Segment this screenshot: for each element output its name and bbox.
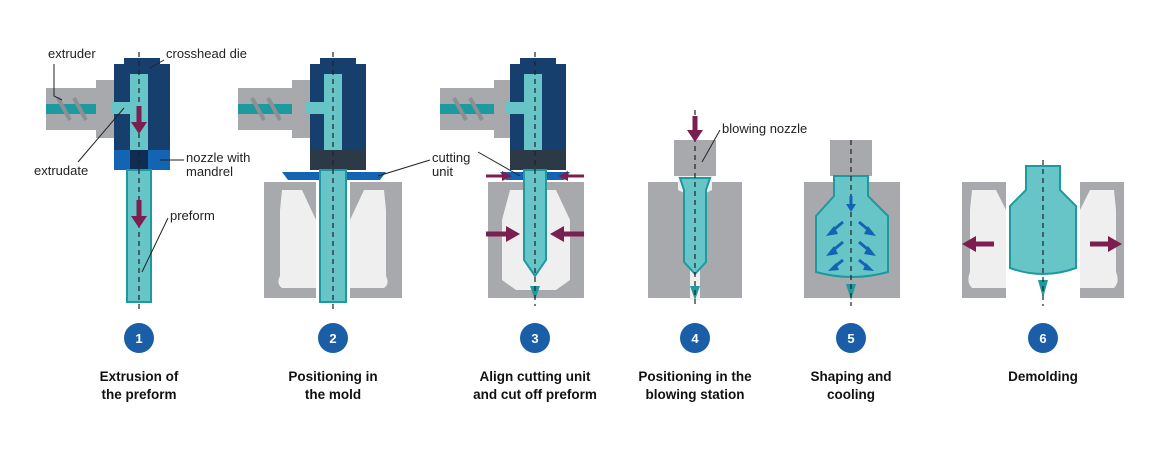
- step-3: 3 Align cutting unit and cut off preform: [473, 323, 597, 402]
- step-caption-line2: and cut off preform: [473, 387, 597, 402]
- step-number: 6: [1039, 331, 1046, 346]
- step-caption-line2: the preform: [101, 387, 176, 402]
- step-badge: [836, 323, 866, 353]
- label-nozzle-line1: nozzle with: [186, 150, 250, 165]
- step-number: 1: [135, 331, 142, 346]
- step-5-illustration: [804, 140, 900, 306]
- step-5: 5 Shaping and cooling: [811, 323, 892, 402]
- step-caption-line2: the mold: [305, 387, 361, 402]
- label-cutting-line2: unit: [432, 164, 453, 179]
- step-caption-line1: Positioning in: [288, 369, 377, 384]
- label-crosshead-die: crosshead die: [166, 46, 247, 61]
- label-preform: preform: [170, 208, 215, 223]
- step-4-illustration: [648, 110, 742, 306]
- step-1: 1 Extrusion of the preform: [100, 323, 179, 402]
- step-badge: [318, 323, 348, 353]
- label-extruder: extruder: [48, 46, 96, 61]
- label-extrudate: extrudate: [34, 163, 88, 178]
- label-blowing-nozzle: blowing nozzle: [722, 121, 807, 136]
- step-3-illustration: [440, 52, 584, 306]
- step-badge: [520, 323, 550, 353]
- step-caption-line2: cooling: [827, 387, 875, 402]
- label-cutting-line1: cutting: [432, 150, 470, 165]
- step-number: 3: [531, 331, 538, 346]
- step-1-illustration: [46, 52, 170, 310]
- step-number: 5: [847, 331, 854, 346]
- step-2-illustration: [238, 52, 402, 310]
- step-caption-line1: Shaping and: [811, 369, 892, 384]
- step-badge: [680, 323, 710, 353]
- step-4: 4 Positioning in the blowing station: [638, 323, 752, 402]
- step-badge: [124, 323, 154, 353]
- step-number: 4: [691, 331, 699, 346]
- step-caption-line1: Align cutting unit: [480, 369, 591, 384]
- step-caption-line1: Extrusion of: [100, 369, 179, 384]
- step-caption-line2: blowing station: [646, 387, 745, 402]
- step-6-illustration: [962, 160, 1124, 306]
- label-nozzle-line2: mandrel: [186, 164, 233, 179]
- step-badge: [1028, 323, 1058, 353]
- step-2: 2 Positioning in the mold: [288, 323, 378, 402]
- step-caption-line1: Positioning in the: [638, 369, 752, 384]
- step-6: 6 Demolding: [1008, 323, 1078, 384]
- step-number: 2: [329, 331, 336, 346]
- step-caption-line1: Demolding: [1008, 369, 1078, 384]
